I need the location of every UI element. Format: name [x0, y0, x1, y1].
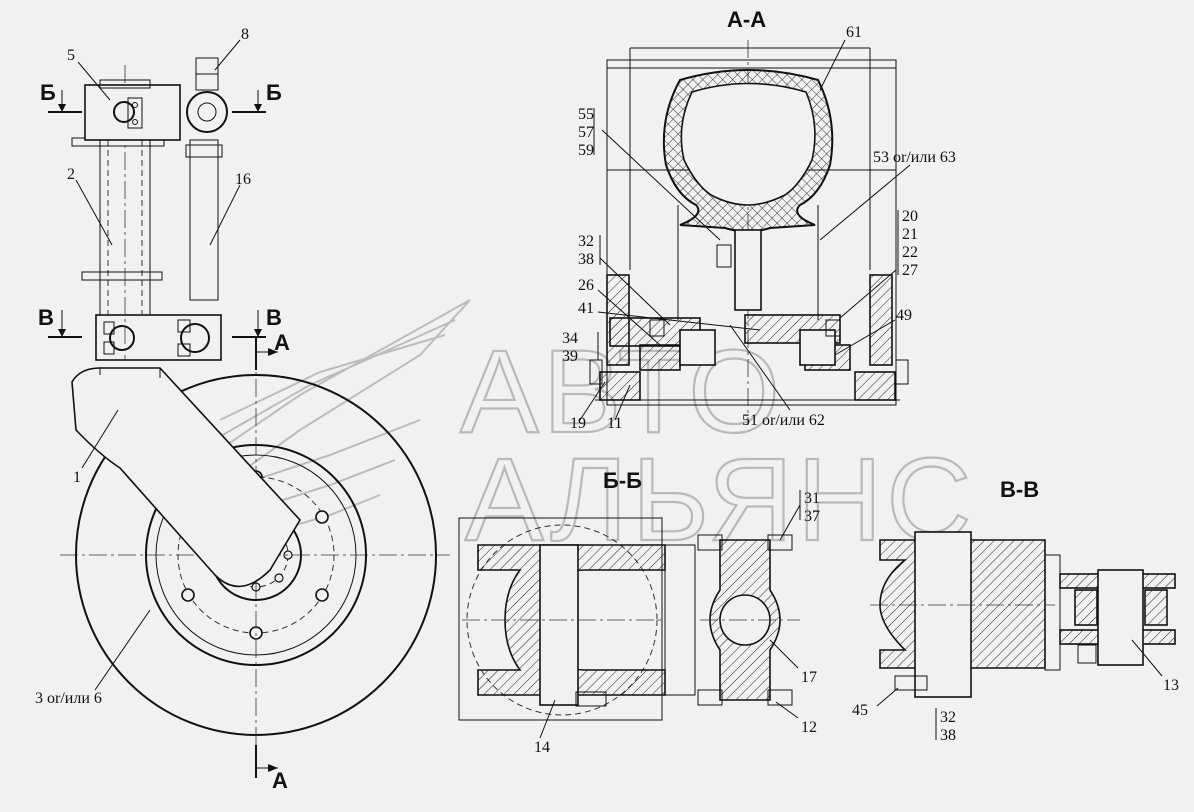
side-view: Б Б В В А А 5 8 2 1	[35, 26, 450, 793]
label-1: 1	[73, 469, 81, 486]
section-mark-b-right: Б	[266, 80, 282, 105]
label-31: 31	[804, 490, 820, 507]
link-rod	[189, 139, 219, 301]
label-61: 61	[846, 24, 862, 41]
label-19: 19	[570, 415, 586, 432]
section-title-vv: В-В	[1000, 477, 1039, 502]
label-14: 14	[534, 739, 550, 756]
label-8: 8	[241, 26, 249, 43]
fork-bracket	[71, 367, 301, 588]
lower-clamp	[95, 314, 222, 361]
label-21: 21	[902, 226, 918, 243]
section-mark-b-left: Б	[40, 80, 56, 105]
label-12: 12	[801, 719, 817, 736]
label-37: 37	[804, 508, 820, 525]
label-32-aa: 32	[578, 233, 594, 250]
section-title-bb: Б-Б	[603, 468, 642, 493]
bb-pin	[539, 544, 579, 706]
upper-block	[84, 84, 181, 141]
label-17: 17	[801, 669, 817, 686]
watermark: АВТО АЛЬЯНС	[187, 299, 973, 567]
label-34: 34	[562, 330, 578, 347]
section-mark-v-right: В	[266, 305, 282, 330]
label-27: 27	[902, 262, 918, 279]
label-51: 51 or/или 62	[742, 412, 825, 429]
label-26: 26	[578, 277, 594, 294]
section-aa: А-А	[562, 7, 956, 432]
label-11: 11	[607, 415, 622, 432]
label-2: 2	[67, 166, 75, 183]
label-59: 59	[578, 142, 594, 159]
fork-frame	[606, 59, 897, 406]
label-39: 39	[562, 348, 578, 365]
label-45: 45	[852, 702, 868, 719]
label-53: 53 or/или 63	[873, 149, 956, 166]
section-vv: В-В 13 45 32 38	[852, 477, 1179, 744]
label-41: 41	[578, 300, 594, 317]
label-49: 49	[896, 307, 912, 324]
label-16: 16	[235, 171, 251, 188]
label-13: 13	[1163, 677, 1179, 694]
label-32-vv: 32	[940, 709, 956, 726]
label-3: 3 or/или 6	[35, 690, 102, 707]
vv-pin	[914, 531, 972, 698]
label-57: 57	[578, 124, 594, 141]
section-mark-a-bottom: А	[272, 768, 288, 793]
label-38-vv: 38	[940, 727, 956, 744]
label-55: 55	[578, 106, 594, 123]
section-title-aa: А-А	[727, 7, 766, 32]
section-mark-v-left: В	[38, 305, 54, 330]
label-22: 22	[902, 244, 918, 261]
section-mark-a-top: А	[274, 330, 290, 355]
label-38-aa: 38	[578, 251, 594, 268]
label-5: 5	[67, 47, 75, 64]
label-20: 20	[902, 208, 918, 225]
section-bb: Б-Б 31 37 17 12 14	[458, 468, 820, 756]
